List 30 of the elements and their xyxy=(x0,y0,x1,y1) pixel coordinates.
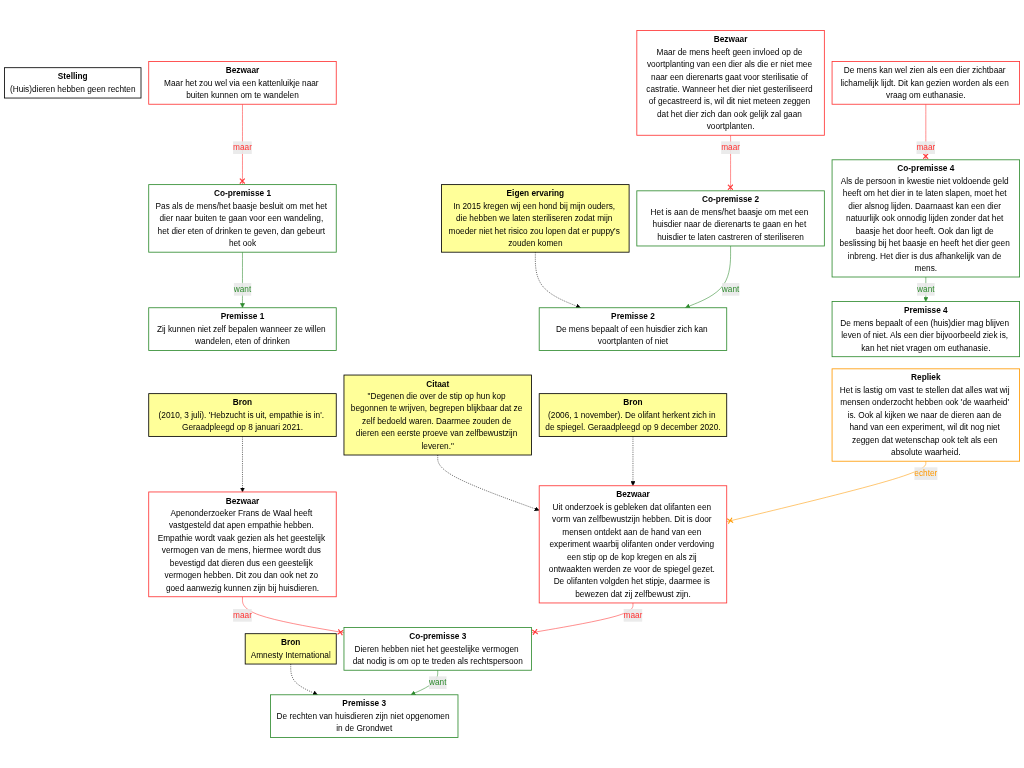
node-box: Co-premisse 2 Het is aan de mens/het baasje om met een huisdier naar de dierenarts te gaan en het huisdier te laten castreren of steriliseren xyxy=(636,190,825,247)
edge-label: maar xyxy=(233,610,252,620)
node-box: Bron (2006, 1 november). De olifant herkent zich in de spiegel. Geraadpleegd op 9 december 2020. xyxy=(538,393,728,437)
node-box: Premisse 3 De rechten van huisdieren zijn niet opgenomen in de Grondwet xyxy=(270,694,459,738)
node-box: Bron Amnesty International xyxy=(244,633,337,665)
node-box: Premisse 2 De mens bepaalt of een huisdier zich kan voortplanten of niet xyxy=(538,307,728,351)
edge-label: maar xyxy=(623,610,643,620)
edge-label: maar xyxy=(721,142,741,152)
node-box: Co-premisse 4 Als de persoon in kwestie niet voldoende geld heeft om het dier in te laten slapen, moet het dier alsnog lijden. Daarnaast kan een dier natuurlijk ook onnodig lijden zonder dat het baasje het door heeft. Ook dan ligt de beslissing bij het baasje en heeft het dier geen inbreng. Het dier is dus afhankelijk van de mens. xyxy=(831,159,1020,278)
node-box: Bron (2010, 3 juli). 'Hebzucht is uit, empathie is in'. Geraadpleegd op 8 januari 2021. xyxy=(148,393,337,437)
edge-label: want xyxy=(721,284,740,294)
node-box: Co-premisse 3 Dieren hebben niet het geestelijke vermogen dat nodig is om op te treden als rechtspersoon xyxy=(343,627,532,671)
node-box: Bezwaar Maar de mens heeft geen invloed op de voortplanting van een dier als die er niet mee naar een dierenarts gaat voor sterilisatie of castratie. Wanneer het dier niet gesteriliseerd of gecastreerd is, wil dit niet meteen zeggen dat het dier zich dan ook gelijk zal gaan voortplanten. xyxy=(636,30,825,136)
node-box: Stelling (Huis)dieren hebben geen rechten xyxy=(4,67,142,99)
node-box: Citaat "Degenen die over de stip op hun kop begonnen te wrijven, begrepen blijkbaar dat ze zelf bedoeld waren. Daarmee zouden de dieren een eerste proeve van zelfbewustzijn leveren." xyxy=(343,374,532,456)
edge-label: maar xyxy=(916,142,936,152)
edge-label: maar xyxy=(233,142,252,152)
node-box: Premisse 4 De mens bepaalt of een (huis)dier mag blijven leven of niet. Als een dier bijvoorbeeld ziek is, kan het niet vragen om euthanasie. xyxy=(831,301,1020,358)
node-box: Co-premisse 1 Pas als de mens/het baasje besluit om met het dier naar buiten te gaan voor een wandeling, het dier eten of drinken te geven, dan gebeurt het ook xyxy=(148,184,337,253)
edge-label: echter xyxy=(914,468,938,478)
edge-label: want xyxy=(917,284,935,294)
node-box: Repliek Het is lastig om vast te stellen dat alles wat wij mensen onderzocht hebben ook 'de waarheid' is. Ook al kijken we naar de dieren aan de hand van een experiment, wil dit nog niet zeggen dat wetenschap ook telt als een absolute waarheid. xyxy=(831,368,1020,462)
node-box: Eigen ervaring In 2015 kregen wij een hond bij mijn ouders, die hebben we laten steriliseren zodat mijn moeder niet het risico zou lopen dat er puppy's zouden komen xyxy=(441,184,630,253)
edge-label: want xyxy=(233,284,252,294)
node-box: Bezwaar Maar het zou wel via een kattenluikje naar buiten kunnen om te wandelen xyxy=(148,61,337,105)
node-box: Bezwaar Uit onderzoek is gebleken dat olifanten een vorm van zelfbewustzijn hebben. Dit is door mensen ontdekt aan de hand van een experiment waarbij olifanten onder verdoving een stip op de kop kregen en als zij ontwaakten werden ze voor de spiegel gezet. De olifanten volgden het stipje, daarmee is bewezen dat zij zelfbewust zijn. xyxy=(538,485,728,604)
node-box: Premisse 1 Zij kunnen niet zelf bepalen wanneer ze willen wandelen, eten of drinken xyxy=(148,307,337,351)
edge-label: want xyxy=(428,677,447,687)
node-box: Bezwaar Apenonderzoeker Frans de Waal heeft vastgesteld dat apen empathie hebben. Empathie wordt vaak gezien als het geestelijk vermogen van de mens, hiermee wordt dus bevestigd dat dieren dus een geestelijk vermogen hebben. Dit zou dan ook net zo goed aanwezig kunnen zijn bij huisdieren. xyxy=(148,491,337,598)
node-box: De mens kan wel zien als een dier zichtbaar lichamelijk lijdt. Dit kan gezien worden als een vraag om euthanasie. xyxy=(831,61,1020,105)
